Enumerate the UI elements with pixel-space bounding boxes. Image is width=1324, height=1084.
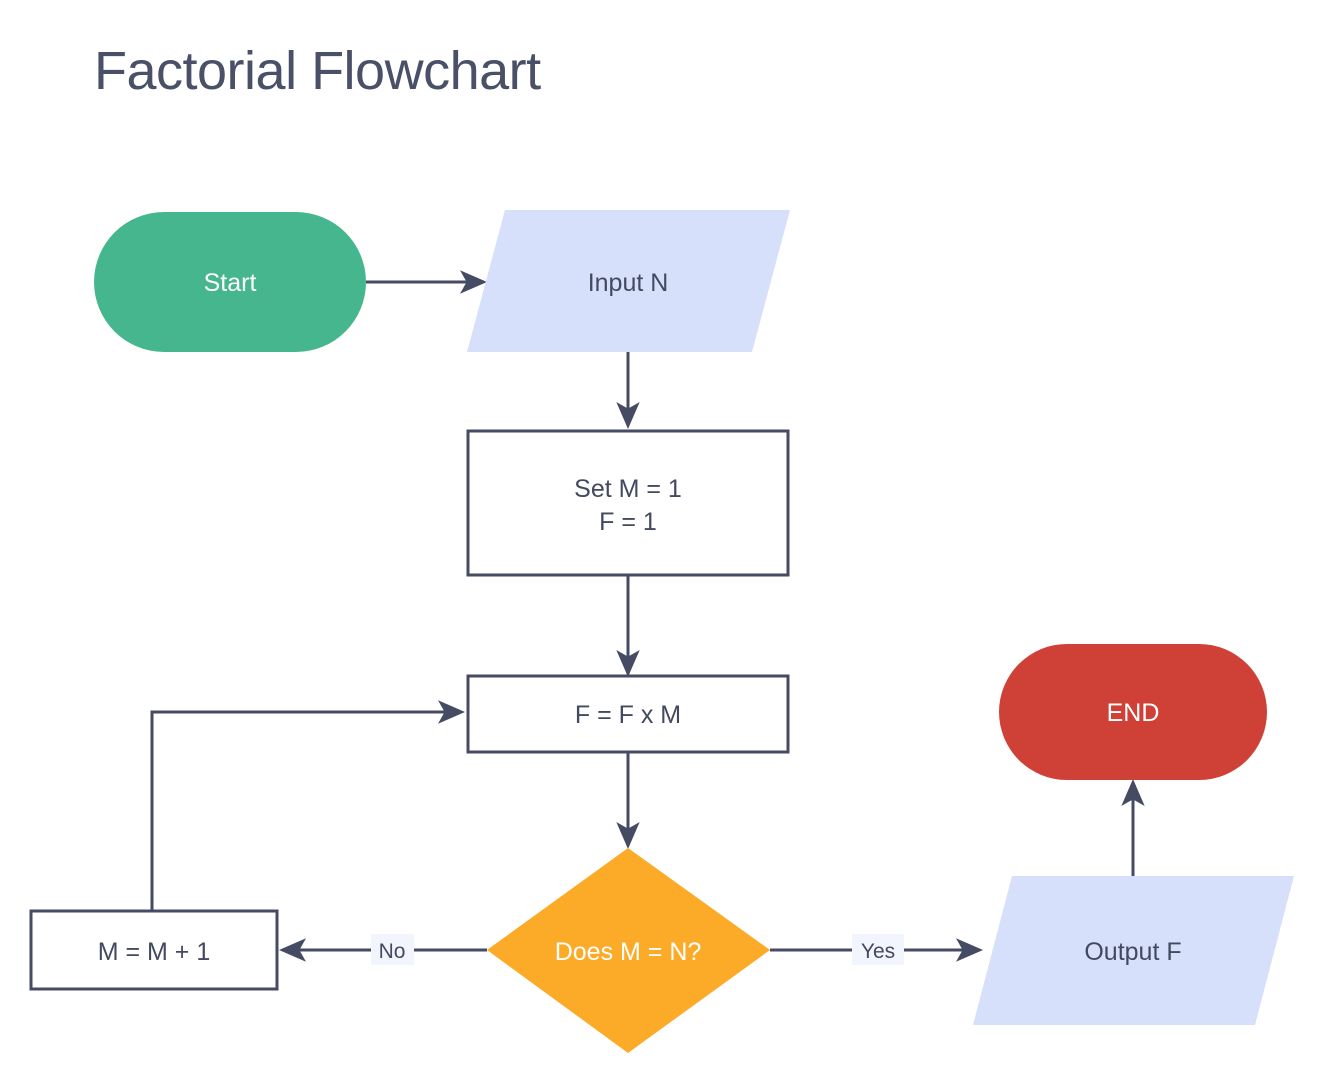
edge-incr-to-multiply (150, 700, 465, 910)
input-shape (467, 210, 790, 352)
output-shape (973, 876, 1294, 1025)
node-start[interactable]: Start (94, 212, 366, 352)
decision-shape (487, 848, 770, 1053)
decision-label: Does M = N? (555, 938, 702, 966)
edge-label-no: No (379, 940, 406, 963)
edge-label-no-bg (371, 934, 414, 965)
edge-label-yes-bg (852, 934, 904, 965)
page-title: Factorial Flowchart (94, 41, 541, 101)
setvars-label-line1: Set M = 1 (574, 475, 682, 503)
start-label: Start (204, 269, 257, 297)
multiply-label: F = F x M (575, 701, 681, 729)
end-shape (999, 644, 1267, 780)
node-output[interactable]: Output F (973, 876, 1294, 1025)
output-label: Output F (1084, 938, 1181, 966)
end-label: END (1107, 699, 1160, 727)
node-multiply[interactable]: F = F x M (466, 674, 790, 754)
node-decision[interactable]: Does M = N? (487, 848, 770, 1053)
node-incr[interactable]: M = M + 1 (29, 909, 279, 991)
node-setvars[interactable]: Set M = 1 F = 1 (466, 429, 790, 577)
node-input[interactable]: Input N (467, 210, 790, 352)
multiply-shape (466, 674, 790, 754)
edge-layer (150, 270, 1145, 962)
start-shape (94, 212, 366, 352)
input-label: Input N (588, 269, 669, 297)
setvars-shape (466, 429, 790, 577)
setvars-label-line2: F = 1 (599, 508, 657, 536)
edge-label-layer: No Yes (371, 934, 904, 965)
edge-label-yes: Yes (861, 940, 895, 963)
node-end[interactable]: END (999, 644, 1267, 780)
incr-shape (29, 909, 279, 991)
incr-label: M = M + 1 (98, 938, 211, 966)
